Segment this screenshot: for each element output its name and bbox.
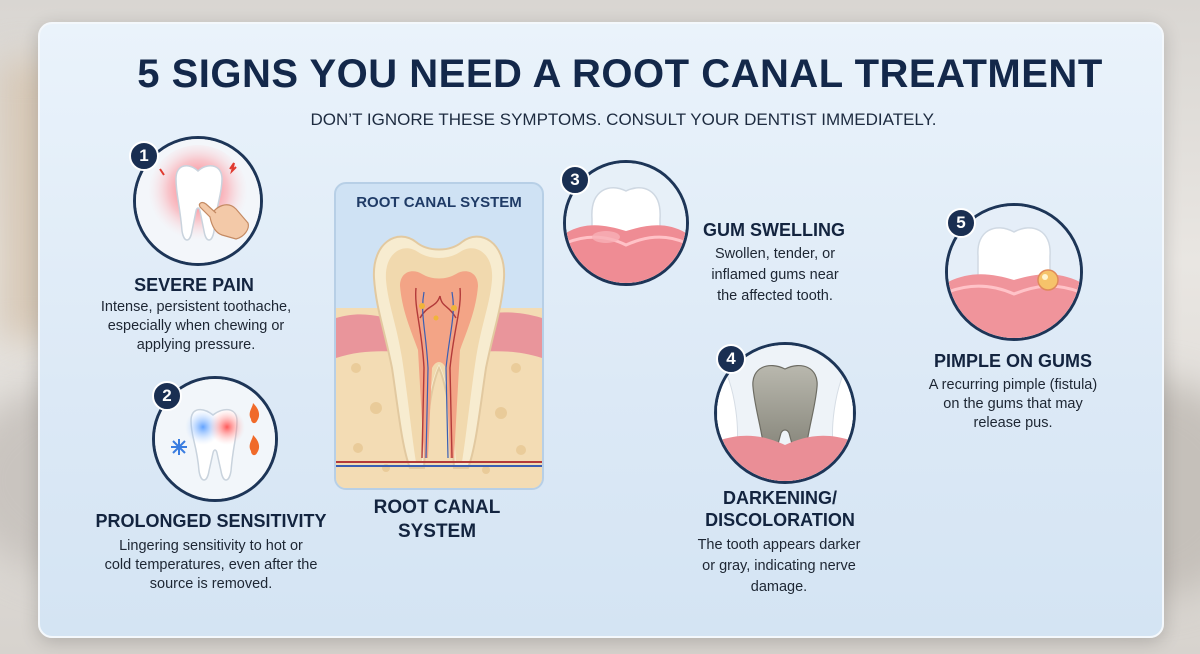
sign-3-illustration	[563, 160, 689, 286]
flame-icon	[249, 403, 260, 456]
sign-2-description-line: Lingering sensitivity to hot or	[119, 538, 303, 554]
tooth-cross-section-icon	[336, 235, 542, 488]
sign-5-description-line: A recurring pimple (fistula)	[928, 377, 1098, 393]
gray-tooth-icon	[717, 345, 853, 481]
sign-5-description-line: on the gums that may	[943, 396, 1083, 412]
sign-2-description-line: source is removed.	[149, 576, 273, 592]
sign-4-description-line: The tooth appears darker	[697, 537, 861, 553]
swollen-gum-icon	[566, 163, 686, 283]
sign-1-number-badge: 1	[129, 141, 159, 171]
diagram-caption: ROOT CANAL SYSTEM	[344, 496, 530, 544]
sign-1-description-line: applying pressure.	[136, 337, 256, 353]
sign-4-number-badge: 4	[716, 344, 746, 374]
sign-3-number-badge: 3	[560, 165, 590, 195]
sign-3-description-line: the affected tooth.	[717, 288, 833, 304]
snowflake-icon	[171, 439, 187, 455]
sign-5-number-badge: 5	[946, 208, 976, 238]
hand-pointing-icon	[198, 201, 249, 240]
root-canal-diagram: ROOT CANAL SYSTEM	[334, 182, 544, 490]
sign-1-title: SEVERE PAIN	[134, 275, 254, 295]
sign-4-title-line: DARKENING/	[722, 488, 837, 508]
diagram-caption-line: SYSTEM	[397, 521, 477, 542]
sign-2-title: PROLONGED SENSITIVITY	[95, 511, 327, 531]
page-subtitle: DON’T IGNORE THESE SYMPTOMS. CONSULT YOU…	[310, 110, 937, 129]
diagram-caption-line: ROOT CANAL	[373, 497, 501, 518]
sign-4-title-line: DISCOLORATION	[705, 510, 855, 530]
sign-4-description-line: or gray, indicating nerve	[702, 558, 856, 574]
sign-5-title: PIMPLE ON GUMS	[933, 351, 1092, 371]
sign-4-illustration	[714, 342, 856, 484]
sign-3-title: GUM SWELLING	[703, 220, 845, 240]
diagram-label: ROOT CANAL SYSTEM	[356, 194, 522, 211]
sign-2-number-badge: 2	[152, 381, 182, 411]
sign-4-description-line: damage.	[750, 579, 808, 595]
page-title: 5 SIGNS YOU NEED A ROOT CANAL TREATMENT	[137, 52, 1103, 96]
sign-1-description-line: especially when chewing or	[107, 318, 285, 334]
sign-5-illustration	[945, 203, 1083, 341]
sign-3-description-line: Swollen, tender, or	[714, 246, 836, 262]
sign-3-description-line: inflamed gums near	[711, 267, 839, 283]
sign-2-illustration	[152, 376, 278, 502]
sign-5-description-line: release pus.	[973, 415, 1053, 431]
sign-1-description-line: Intense, persistent toothache,	[100, 299, 292, 315]
sign-2-description-line: cold temperatures, even after the	[104, 557, 318, 573]
